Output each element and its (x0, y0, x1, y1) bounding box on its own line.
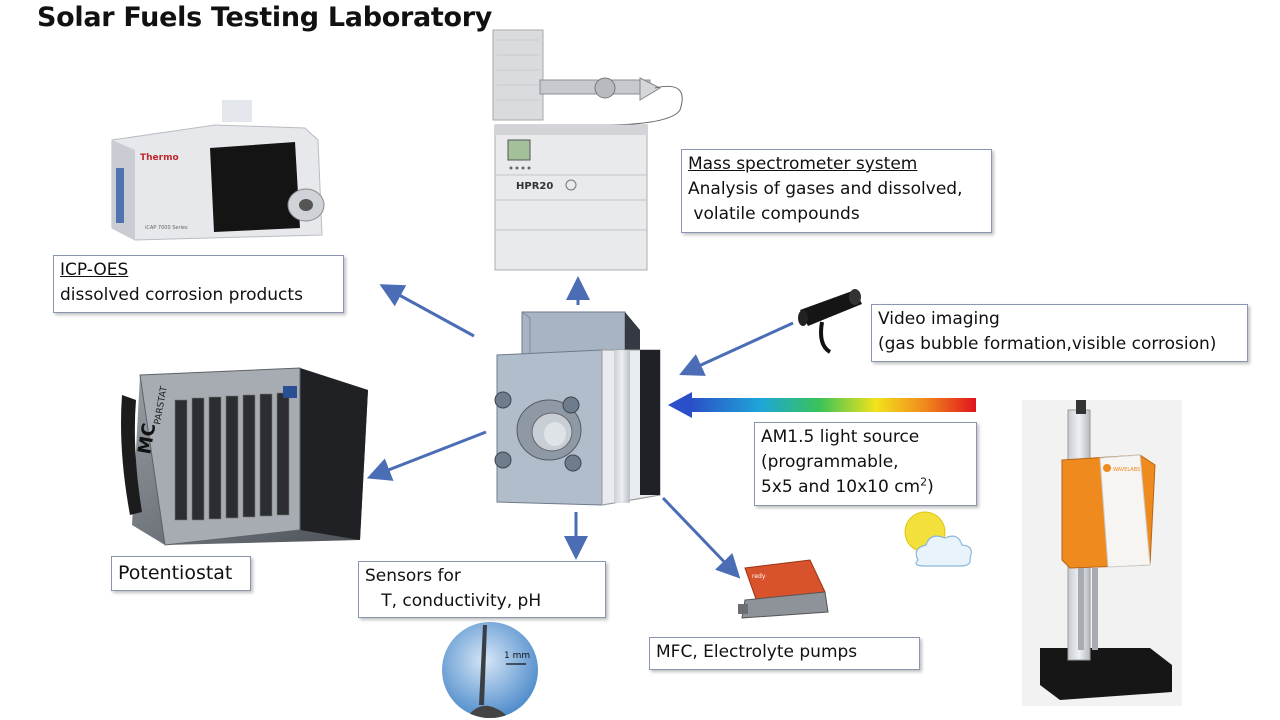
thermo-brand-text: Thermo (140, 153, 179, 163)
wavelabs-light-source: WAVELABS (1022, 400, 1182, 706)
icp-oes-label: ICP-OES dissolved corrosion products (53, 255, 344, 313)
wavelabs-text: WAVELABS (1113, 467, 1140, 473)
mass-spectrometer-heading: Mass spectrometer system (688, 154, 918, 174)
mass-spectrometer-instrument: HPR20 (492, 29, 683, 271)
sun-cloud-icon (904, 511, 972, 567)
potentiostat-text: Potentiostat (118, 562, 233, 584)
mass-spectrometer-line1: Analysis of gases and dissolved, (688, 179, 963, 199)
sensors-line2: T, conductivity, pH (365, 591, 542, 611)
video-imaging-line1: Video imaging (878, 309, 1000, 329)
page-title: Solar Fuels Testing Laboratory (37, 2, 493, 33)
light-source-area-text: 5x5 and 10x10 cm (761, 477, 921, 497)
sensors-label: Sensors for T, conductivity, pH (358, 561, 606, 618)
electrochemical-cell (494, 311, 661, 506)
mfc-text: MFC, Electrolyte pumps (656, 642, 858, 662)
light-source-line1: AM1.5 light source (761, 427, 920, 447)
potentiostat-label: Potentiostat (111, 556, 251, 591)
icp-oes-heading: ICP-OES (60, 260, 129, 280)
light-source-superscript: 2 (920, 475, 928, 489)
light-source-close-paren: ) (927, 477, 934, 497)
light-source-line2: (programmable, (761, 452, 899, 472)
video-imaging-line2: (gas bubble formation,visible corrosion) (878, 334, 1217, 354)
sensors-line1: Sensors for (365, 566, 461, 586)
icp-oes-instrument: Thermo iCAP 7000 Series (111, 100, 325, 241)
scale-bar-label: 1 mm (504, 651, 530, 661)
potentiostat-instrument: PARSTAT MC (121, 367, 368, 546)
light-source-label: AM1.5 light source (programmable, 5x5 an… (754, 422, 977, 506)
hpr20-text: HPR20 (516, 181, 553, 192)
light-spectrum-arrow (668, 392, 976, 418)
sensor-image: 1 mm (442, 622, 538, 718)
mfc-brand-text: redy (752, 573, 766, 580)
mass-spectrometer-label: Mass spectrometer system Analysis of gas… (681, 149, 992, 233)
mfc-device: redy (738, 559, 829, 619)
mfc-label: MFC, Electrolyte pumps (649, 637, 920, 670)
video-camera (798, 289, 862, 354)
light-source-line3: 5x5 and 10x10 cm2) (761, 475, 970, 500)
video-imaging-label: Video imaging (gas bubble formation,visi… (871, 304, 1248, 362)
icp-oes-line1: dissolved corrosion products (60, 285, 303, 305)
mass-spectrometer-line2: volatile compounds (688, 204, 860, 224)
thermo-model-text: iCAP 7000 Series (145, 225, 188, 231)
connector-arrows (366, 276, 794, 579)
